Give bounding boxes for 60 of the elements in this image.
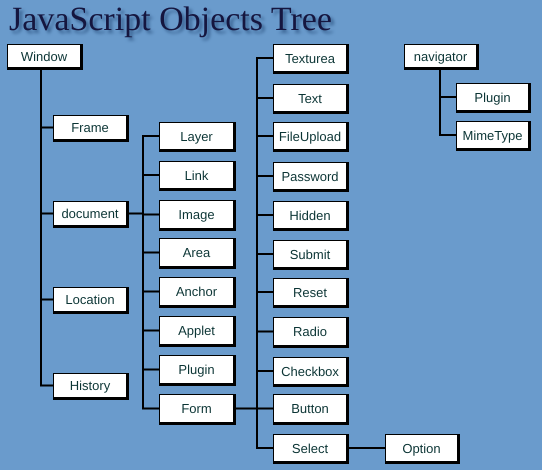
object-box [273, 122, 349, 152]
object-box [404, 44, 479, 70]
connector-line [234, 408, 273, 449]
object-name: Reset [293, 284, 327, 300]
object-name: Layer [180, 128, 213, 144]
object-box [159, 200, 236, 231]
object-name: Select [292, 440, 328, 456]
object-box [159, 122, 236, 152]
connector-line [347, 447, 385, 449]
object-box [273, 317, 349, 348]
object-box [456, 121, 531, 151]
object-name: document [61, 206, 119, 221]
object-name: Applet [178, 323, 215, 338]
object-name: Form [181, 401, 212, 416]
object-name: Window [20, 48, 68, 64]
object-name: Text [298, 90, 322, 106]
object-name: Area [182, 245, 210, 260]
diagram-title: JavaScript Objects Tree [9, 1, 332, 39]
object-name: MimeType [462, 128, 522, 142]
object-box [273, 278, 349, 308]
object-name: Password [281, 168, 339, 184]
object-box [159, 238, 236, 269]
object-box [159, 277, 236, 308]
object-box [53, 201, 129, 228]
object-name: Link [184, 168, 208, 182]
object-box [273, 84, 349, 114]
object-name: Image [178, 207, 215, 222]
object-box [159, 161, 236, 191]
object-name: Submit [290, 246, 330, 262]
object-box [456, 83, 531, 113]
object-box [273, 44, 349, 74]
object-name: FileUpload [278, 128, 342, 144]
object-name: Option [402, 440, 441, 456]
object-name: History [70, 378, 110, 393]
object-box [159, 394, 236, 425]
object-box [159, 355, 236, 386]
object-box [273, 357, 349, 387]
connector-line [40, 68, 53, 386]
object-box [7, 44, 83, 70]
object-name: Hidden [289, 208, 331, 222]
object-name: Button [291, 401, 329, 416]
object-box [159, 316, 236, 347]
object-name: Anchor [176, 284, 218, 299]
object-box [53, 115, 129, 142]
object-box [273, 201, 349, 231]
object-name: Texturea [285, 50, 335, 66]
object-box [273, 162, 349, 192]
object-box [273, 240, 349, 270]
object-name: Plugin [178, 362, 215, 377]
object-name: Checkbox [281, 364, 339, 378]
object-box [273, 434, 349, 464]
object-box [53, 373, 129, 400]
object-box [385, 434, 460, 464]
object-name: Plugin [474, 90, 511, 104]
object-box [53, 287, 129, 314]
object-name: navigator [414, 48, 468, 64]
object-name: Frame [71, 120, 109, 135]
object-box [273, 394, 349, 425]
object-name: Location [65, 292, 115, 307]
object-name: Radio [293, 324, 327, 339]
